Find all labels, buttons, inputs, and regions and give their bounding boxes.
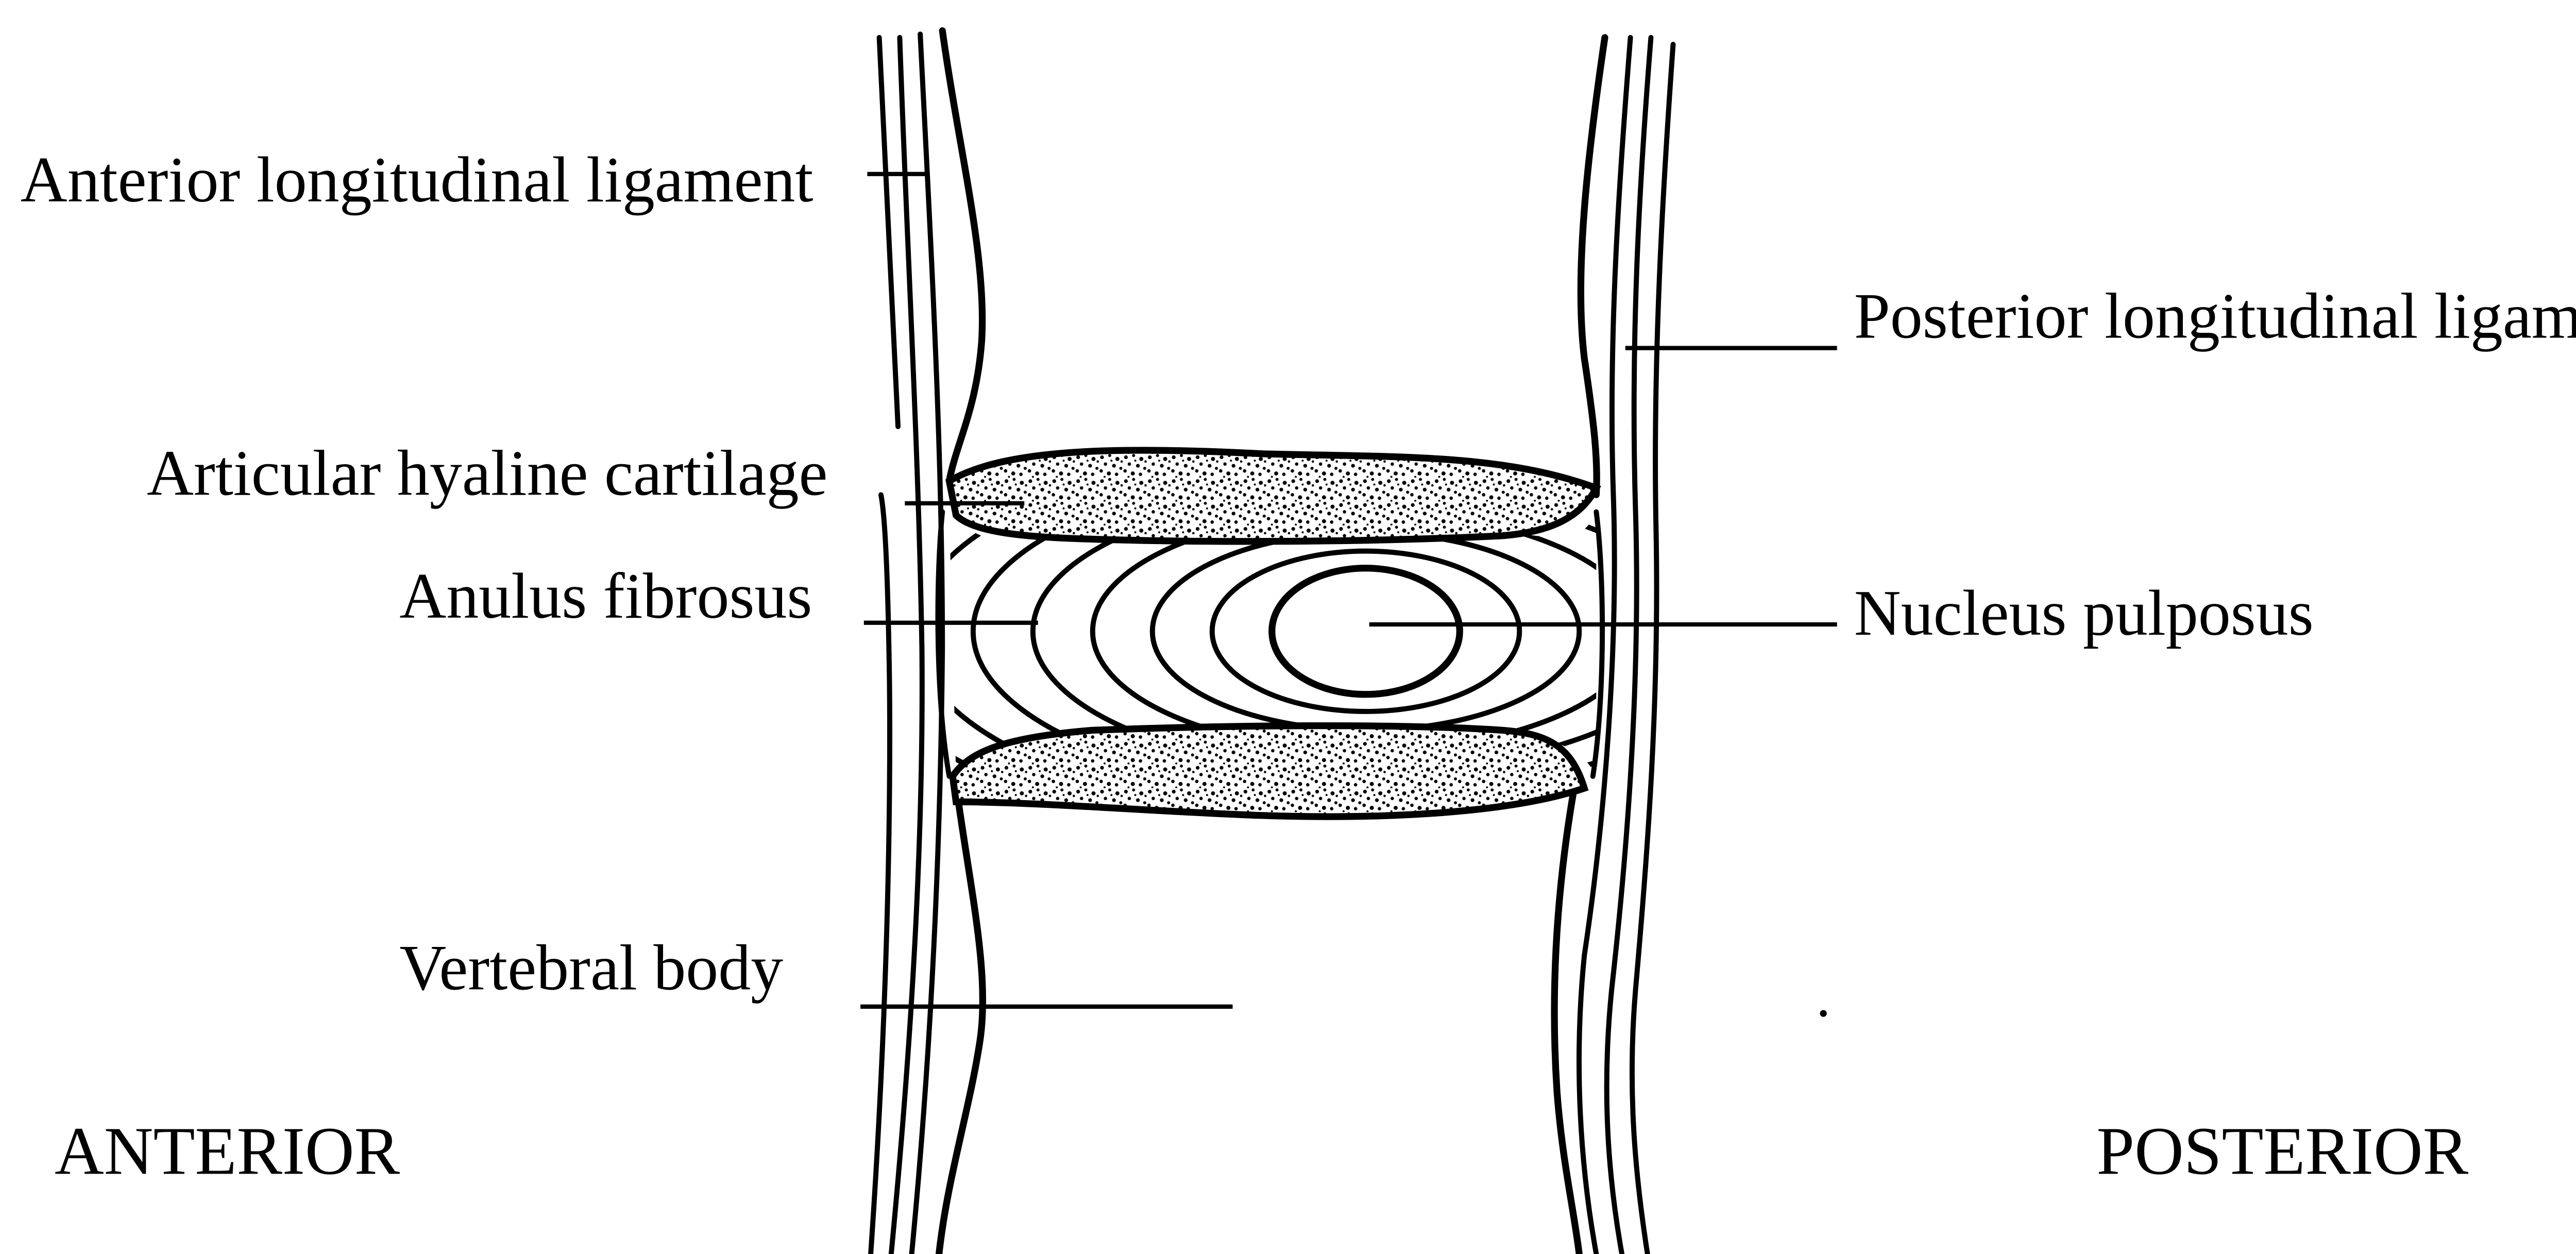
label-vertebral-body: Vertebral body <box>399 933 783 1004</box>
lower-hyaline-cartilage <box>953 726 1584 817</box>
upper-vertebral-body-anterior-edge <box>942 31 982 481</box>
label-anulus-fibrosus: Anulus fibrosus <box>399 561 812 632</box>
lower-vertebral-body-anterior-edge <box>939 785 983 1254</box>
label-articular-hyaline-cartilage: Articular hyaline cartilage <box>147 437 827 509</box>
stray-dot <box>1820 1010 1826 1016</box>
label-nucleus-pulposus: Nucleus pulposus <box>1854 578 2314 649</box>
upper-vertebral-body-posterior-edge <box>1581 38 1605 495</box>
lower-vertebral-body-posterior-edge <box>1554 788 1579 1254</box>
label-posterior: POSTERIOR <box>2096 1113 2468 1189</box>
label-posterior-longitudinal-ligament: Posterior longitudinal ligament <box>1854 281 2576 352</box>
label-anterior: ANTERIOR <box>55 1113 400 1189</box>
label-anterior-longitudinal-ligament: Anterior longitudinal ligament <box>21 144 814 216</box>
upper-hyaline-cartilage <box>949 450 1596 541</box>
anterior-longitudinal-ligament <box>871 34 942 1254</box>
